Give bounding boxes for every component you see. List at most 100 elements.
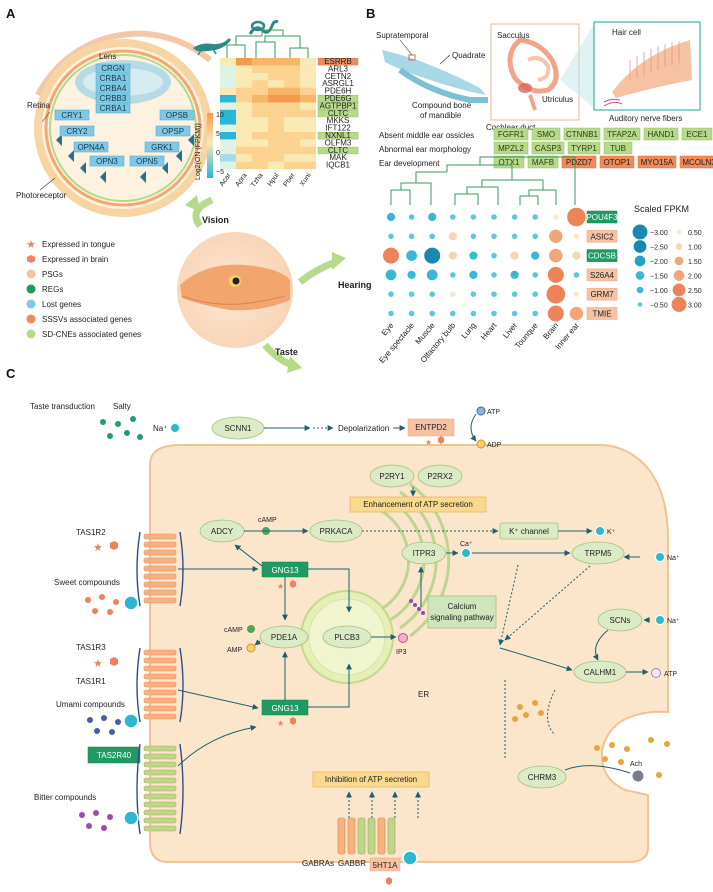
legend-swatch (26, 269, 36, 279)
bubble (450, 310, 456, 317)
heatmap-cell (220, 132, 236, 140)
heatmap-cell (300, 139, 316, 147)
bubble (469, 251, 478, 260)
receptor-helix (143, 541, 177, 548)
bubble (450, 214, 456, 220)
tas1r2-label: TAS1R2 (76, 528, 106, 537)
heatmap-cell (220, 87, 236, 96)
membrane-receptor-helix (377, 817, 386, 855)
receptor-loop (179, 647, 184, 723)
heatmap-cell (300, 95, 316, 103)
trpm5-node: TRPM5 (571, 541, 625, 565)
heatmap-cell (220, 102, 236, 110)
heatmap-cell (236, 117, 252, 125)
heatmap-cell (300, 65, 316, 73)
tas2r40-arrow (177, 724, 257, 767)
receptor-helix (143, 801, 177, 808)
bubble-gene-box (586, 307, 618, 320)
sodium-ion-1 (170, 423, 180, 433)
camp-ion-2 (247, 625, 255, 633)
legend-swatch (26, 314, 36, 324)
heatmap-cell (252, 95, 268, 103)
heatmap-cell (284, 65, 300, 73)
bubble (388, 310, 394, 317)
heatmap-legend-tick: 5 (216, 131, 220, 138)
inner-ear-illustration (490, 23, 580, 121)
scale-bubble (675, 243, 683, 250)
tas1r2-receptor (136, 531, 184, 607)
scale-label: −1.50 (650, 274, 668, 281)
heatmap-cell (220, 72, 236, 81)
photoreceptor-pointer (39, 177, 56, 191)
scaled-fpkm-title: Scaled FPKM (634, 204, 689, 214)
phenotype-gene-label: CTNNB1 (566, 130, 599, 139)
scale-bubble (633, 240, 647, 253)
legend-hex-icon (27, 255, 35, 263)
gng13-bottom-plcb3-arrow (308, 663, 352, 708)
bubble (532, 233, 538, 240)
heatmap-cell (252, 117, 268, 125)
heatmap-cell (252, 124, 268, 133)
bubble (532, 291, 538, 298)
scale-label: 3.00 (688, 303, 702, 310)
sodium-label-1: Na⁺ (153, 424, 167, 433)
retina-gene-box (73, 141, 109, 153)
bubble (491, 233, 497, 240)
inhibition-arrows (346, 791, 421, 818)
heatmap-cell (252, 58, 268, 66)
phenotype-gene-box (599, 155, 635, 169)
receptor-helix (143, 581, 177, 588)
scnn1-label: SCNN1 (224, 424, 252, 433)
eye-diagram (34, 30, 212, 217)
receptor-helix (143, 673, 177, 680)
trpm5-label: TRPM5 (584, 549, 612, 558)
gng13-plcb3-arrow (308, 568, 352, 613)
phenotype-gene-label: FGFR1 (498, 130, 525, 139)
retina-gene-box (155, 125, 191, 137)
bubble-gene-box (586, 210, 618, 224)
gng13-bottom-label: GNG13 (271, 704, 299, 713)
ca-calhm1-dashed (498, 564, 519, 646)
heatmap-cell (252, 109, 268, 118)
k-channel-label: K⁺ channel (509, 527, 549, 536)
heatmap-cell (300, 117, 316, 125)
bubble (549, 229, 563, 243)
heatmap-cell (220, 58, 236, 66)
heatmap-cell (220, 95, 236, 103)
ht1a-brain-hex-icon (386, 877, 392, 885)
retina-gene-label: OPN3 (96, 157, 118, 166)
legend-label: Expressed in tongue (42, 240, 115, 249)
salty-particles (100, 416, 143, 440)
pde1a-amp-arrow (254, 639, 262, 646)
heatmap-cell (268, 132, 284, 140)
heatmap-gene-box (317, 146, 359, 155)
phenotype-gene-label: MYO15A (641, 158, 674, 167)
scale-label: −3.00 (650, 230, 668, 237)
p2ry1-label: P2RY1 (379, 472, 405, 481)
enhancement-label: Enhancement of ATP secretion (363, 500, 473, 509)
phenotype-gene-label: OTX1 (499, 158, 520, 167)
heatmap-gene-label: CLTC (328, 146, 349, 155)
lens-label: Lens (99, 52, 116, 61)
heatmap-cell (284, 146, 300, 155)
bubble (491, 214, 497, 220)
retina-gene-box (129, 155, 165, 167)
bubble (567, 207, 586, 227)
phenotype-gene-box (603, 141, 633, 155)
receptor-helix (143, 549, 177, 556)
bubble-size-legend: −3.00−2.50−2.00−1.50−1.00−0.500.501.001.… (632, 224, 702, 312)
heatmap-cell (284, 102, 300, 110)
entpd2-tongue-star-icon: ★ (425, 438, 432, 447)
heatmap-cell (300, 80, 316, 88)
lens-gene-box (95, 83, 131, 94)
bubble-gene-box (586, 249, 618, 262)
heatmap-cell (284, 132, 300, 140)
receptor-helix (143, 745, 177, 752)
entpd2-box (407, 418, 455, 437)
bubble-gene-label: TMIE (592, 310, 611, 319)
taste-transduction-title: Taste transduction (30, 402, 95, 411)
membrane-receptor-helix (337, 817, 346, 855)
heatmap-cell (300, 146, 316, 155)
receptor-helix (143, 713, 177, 720)
